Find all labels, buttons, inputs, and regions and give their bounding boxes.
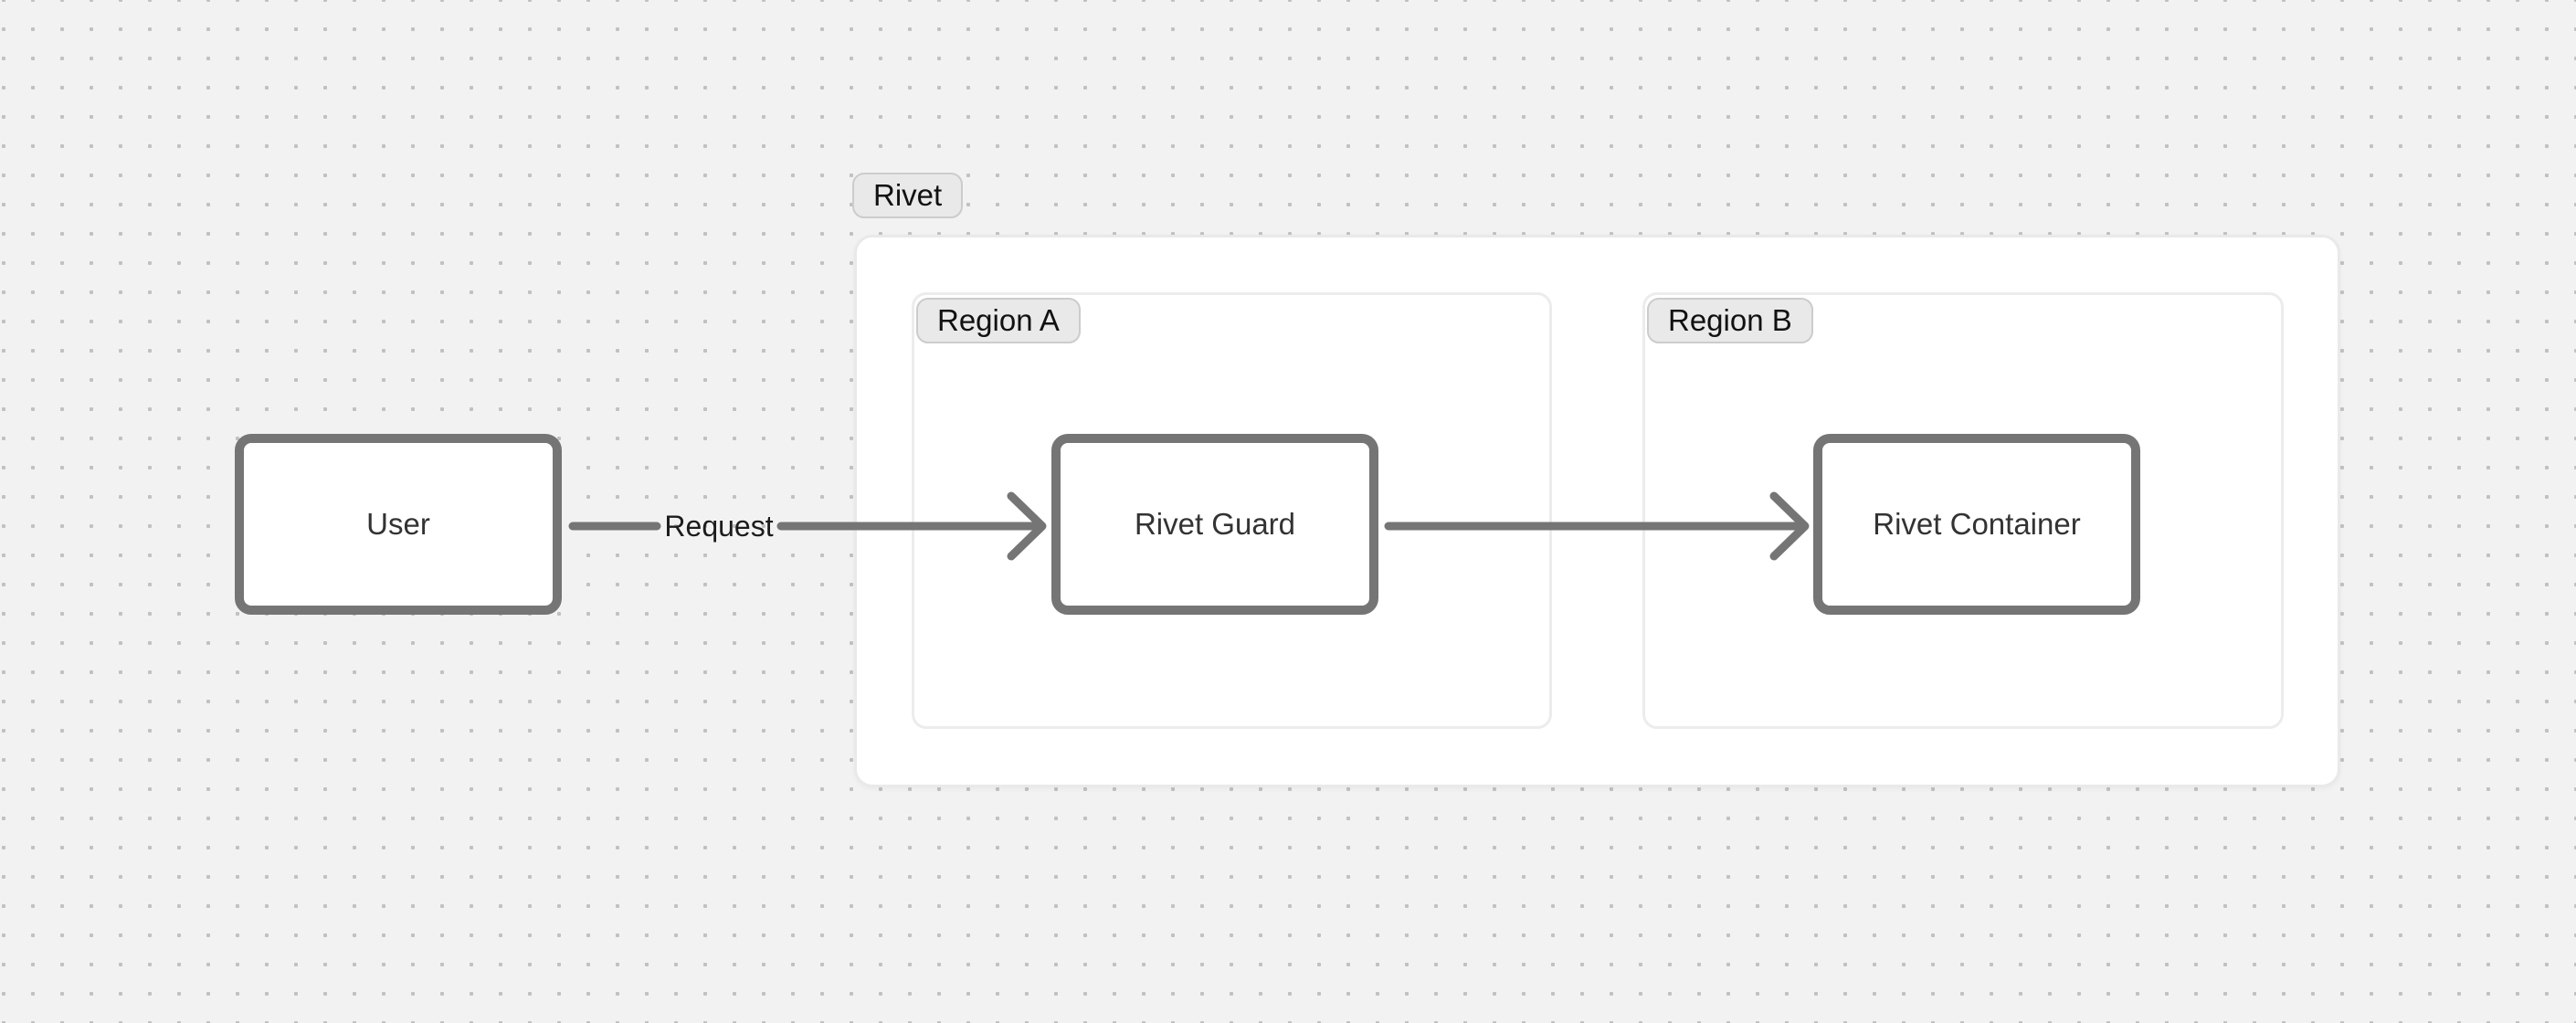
group-region-b-badge: Region B [1647, 298, 1813, 343]
node-user-label: User [366, 507, 430, 541]
node-rivet-container-label: Rivet Container [1873, 507, 2081, 541]
group-region-a-label: Region A [937, 303, 1060, 337]
node-rivet-guard-label: Rivet Guard [1134, 507, 1296, 541]
node-user: User [235, 434, 562, 615]
edge-label-request: Request [664, 509, 774, 543]
node-rivet-container: Rivet Container [1813, 434, 2140, 615]
group-region-a-badge: Region A [916, 298, 1081, 343]
group-rivet-badge: Rivet [852, 173, 964, 218]
group-rivet-label: Rivet [873, 178, 943, 212]
group-region-b-label: Region B [1668, 303, 1792, 337]
node-rivet-guard: Rivet Guard [1051, 434, 1378, 615]
